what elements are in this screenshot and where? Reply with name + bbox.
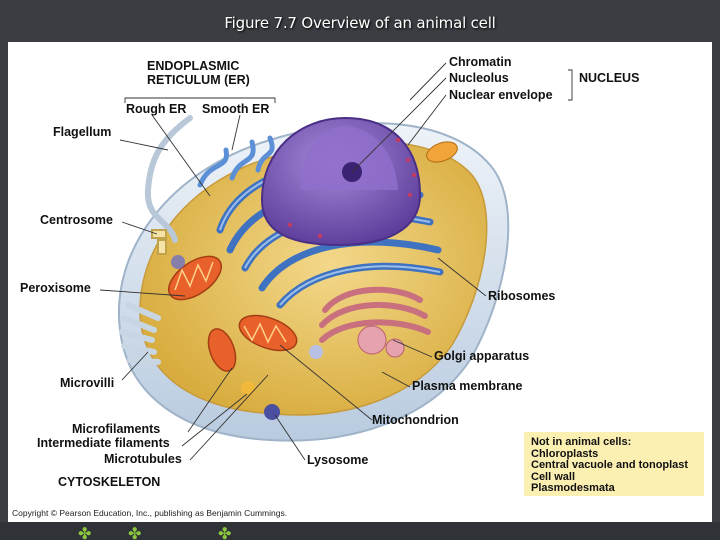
label-er-heading-2: RETICULUM (ER)	[147, 73, 250, 87]
label-intermediate-filaments: Intermediate filaments	[37, 436, 170, 450]
label-nuclear-envelope: Nuclear envelope	[449, 88, 553, 102]
centrosome-shape	[151, 229, 167, 255]
label-rough-er: Rough ER	[126, 102, 187, 116]
label-nucleolus: Nucleolus	[449, 71, 509, 85]
note-item: Cell wall	[531, 470, 576, 483]
clover-decoration-icon: ✤	[128, 524, 142, 540]
bottom-strip	[0, 522, 720, 540]
label-microfilaments: Microfilaments	[72, 422, 161, 436]
slide-title: Figure 7.7 Overview of an animal cell	[224, 14, 496, 32]
note-heading: Not in animal cells:	[531, 436, 632, 448]
label-plasma-membrane: Plasma membrane	[412, 379, 523, 393]
note-item: Chloroplasts	[531, 447, 599, 460]
flagellum-shape	[144, 115, 193, 243]
label-smooth-er: Smooth ER	[202, 102, 270, 116]
label-cytoskeleton: CYTOSKELETON	[58, 475, 161, 489]
mitochondrion-shape	[168, 141, 458, 372]
label-mitochondrion: Mitochondrion	[372, 413, 459, 427]
label-golgi-apparatus: Golgi apparatus	[434, 349, 530, 363]
label-centrosome: Centrosome	[40, 213, 113, 227]
clover-decoration-icon: ✤	[218, 524, 232, 540]
smooth-er-shape	[197, 135, 275, 188]
note-item: Central vacuole and tonoplast	[531, 459, 689, 471]
label-lysosome: Lysosome	[307, 453, 369, 467]
golgi-shape	[319, 286, 431, 343]
copyright-notice: Copyright © Pearson Education, Inc., pub…	[12, 508, 288, 518]
label-flagellum: Flagellum	[53, 125, 112, 139]
lysosome-shape	[264, 404, 280, 420]
label-microvilli: Microvilli	[60, 376, 115, 390]
leader-lines	[99, 62, 573, 461]
label-ribosomes: Ribosomes	[488, 289, 556, 303]
label-microtubules: Microtubules	[104, 452, 182, 466]
label-nucleus: NUCLEUS	[579, 71, 640, 85]
microvilli-shape	[119, 302, 161, 365]
label-peroxisome: Peroxisome	[20, 281, 91, 295]
label-er-heading-1: ENDOPLASMIC	[147, 59, 240, 73]
clover-decoration-icon: ✤	[78, 524, 92, 540]
label-chromatin: Chromatin	[449, 55, 512, 69]
not-in-animal-cells-box: Not in animal cells: Chloroplasts Centra…	[524, 432, 704, 496]
note-item: Plasmodesmata	[531, 482, 615, 494]
